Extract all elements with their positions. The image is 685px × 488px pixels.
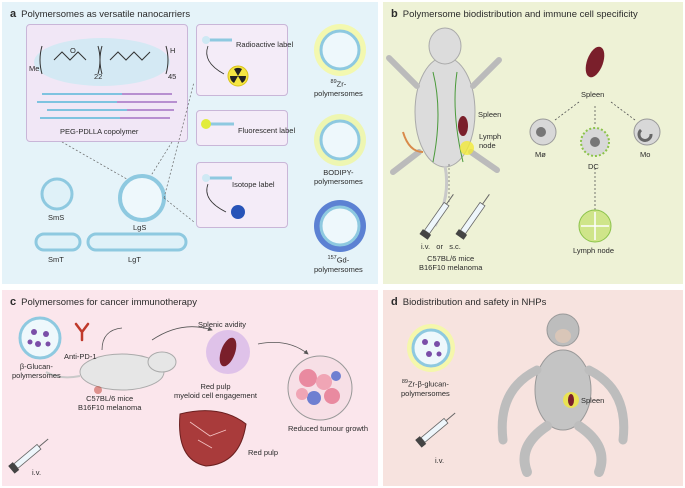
copolymer-label: PEG-PDLLA copolymer [60,127,139,136]
splenic-avidity-label: Splenic avidity [198,320,246,329]
formula-n2: 45 [168,72,177,81]
formula-o: O [70,46,76,55]
mouse-diagram [386,27,661,243]
shape-lgs: LgS [133,223,147,232]
gd-polymersomes-label: 157Gd-polymersomes [314,255,363,274]
d-spleen-label: Spleen [581,396,605,405]
mouse-spleen-label: Spleen [478,110,502,119]
route-label: i.v. or s.c. [421,242,461,251]
cell-lymph-node-label: Lymph node [573,246,615,255]
cell-mo-label: Mo [640,150,651,159]
fluorescent-box [196,110,288,146]
bodipy-polymersomes-label: BODIPY-polymersomes [314,168,363,186]
cell-dc-label: DC [588,162,599,171]
formula-me: Me [29,64,40,73]
tumour-label: Reduced tumour growth [288,424,369,433]
nhp-diagram [407,313,629,477]
fluorescent-label: Fluorescent label [238,126,296,135]
shape-smt: SmT [48,255,64,264]
d-iv-label: i.v. [435,456,445,465]
isotope-label: Isotope label [232,180,275,189]
therapy-diagram [8,316,353,474]
radioactive-label: Radioactive label [236,40,294,49]
cell-spleen-label: Spleen [581,90,605,99]
glucan-label: β-Glucan-polymersomes [12,362,61,380]
shape-lgt: LgT [128,255,141,264]
label-icons [201,24,366,252]
zr-polymersomes-label: 89Zr-polymersomes [314,79,363,98]
formula-h: H [170,46,176,55]
shape-sms: SmS [48,213,65,222]
red-pulp-label: Red pulp [248,448,279,457]
copolymer-drawing [34,38,195,252]
zr-glucan-label: 89Zr-β-glucan-polymersomes [401,379,450,398]
cell-mphi-label: Mø [535,150,546,159]
anti-pd1-label: Anti-PD-1 [64,352,97,361]
c-iv-label: i.v. [32,468,42,477]
formula-n1: 22 [94,72,103,81]
